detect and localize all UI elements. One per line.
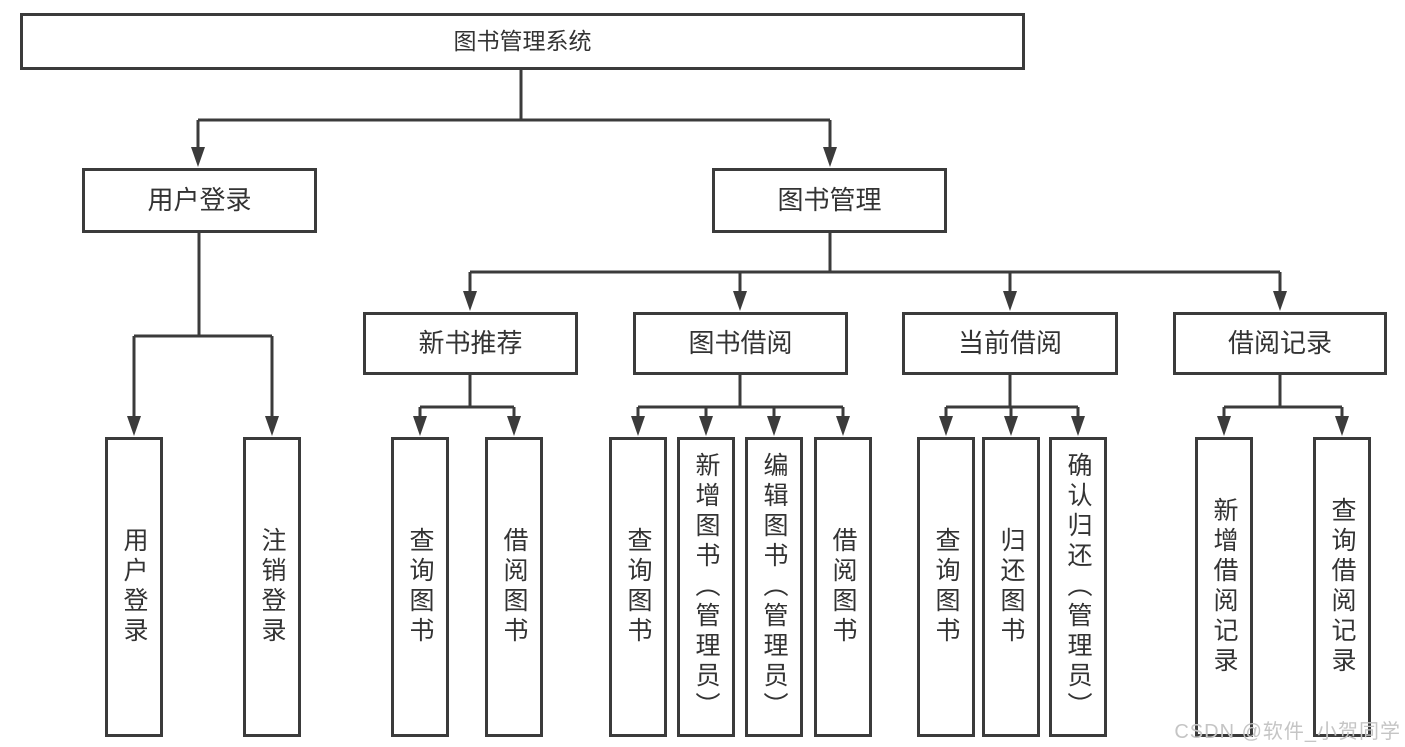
node-book-management: 图书管理 — [712, 168, 947, 233]
leaf-borrow-books-recommend: 借阅图书 — [485, 437, 543, 737]
node-new-book-recommend: 新书推荐 — [363, 312, 578, 375]
leaf-user-login: 用户登录 — [105, 437, 163, 737]
leaf-edit-books-admin: 编辑图书（管理员） — [745, 437, 803, 737]
node-borrowing-records: 借阅记录 — [1173, 312, 1387, 375]
node-current-borrowing: 当前借阅 — [902, 312, 1118, 375]
node-library-system: 图书管理系统 — [20, 13, 1025, 70]
leaf-query-books-current: 查询图书 — [917, 437, 975, 737]
leaf-confirm-return-admin: 确认归还（管理员） — [1049, 437, 1107, 737]
node-book-borrowing: 图书借阅 — [633, 312, 848, 375]
leaf-add-books-admin: 新增图书（管理员） — [677, 437, 735, 737]
leaf-query-books-recommend: 查询图书 — [391, 437, 449, 737]
leaf-add-borrow-record: 新增借阅记录 — [1195, 437, 1253, 737]
watermark: CSDN @软件_小贺同学 — [1174, 721, 1401, 743]
leaf-borrow-books: 借阅图书 — [814, 437, 872, 737]
leaf-return-books: 归还图书 — [982, 437, 1040, 737]
leaf-query-books-borrowing: 查询图书 — [609, 437, 667, 737]
leaf-logout: 注销登录 — [243, 437, 301, 737]
node-user-login: 用户登录 — [82, 168, 317, 233]
leaf-query-borrow-record: 查询借阅记录 — [1313, 437, 1371, 737]
